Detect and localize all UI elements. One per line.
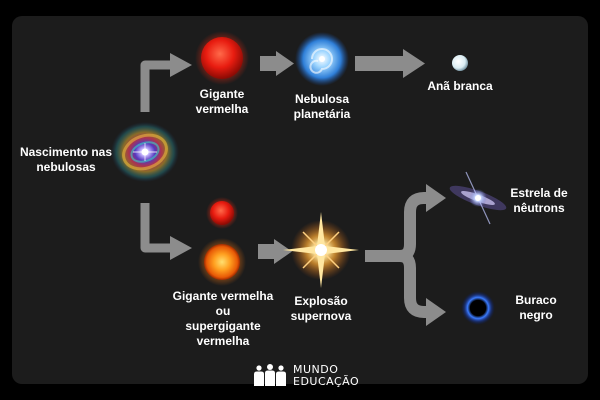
arrow-to-supernova — [258, 244, 276, 259]
black-hole-image — [461, 291, 495, 325]
arrow-to-white-dwarf — [355, 56, 405, 71]
supernova-image — [283, 212, 359, 288]
label-neutron-star: Estrela de nêutrons — [510, 186, 568, 215]
label-red-supergiant: Gigante vermelha ou supergigante vermelh… — [172, 289, 274, 348]
arrowhead-supernova — [274, 239, 292, 264]
arrow-to-red-giant — [140, 60, 172, 112]
arrow-to-red-supergiant — [140, 203, 172, 253]
label-white-dwarf: Anã branca — [427, 79, 493, 93]
neutron-star-image — [449, 171, 507, 225]
arrow-to-planetary-nebula — [260, 56, 278, 71]
arrowhead-red-giant — [170, 53, 192, 77]
red-supergiant-image — [198, 238, 246, 286]
arrowhead-white-dwarf — [403, 49, 425, 78]
label-supernova: Explosão supernova — [290, 294, 352, 323]
arrowhead-black-hole — [426, 298, 446, 326]
logo-line-1: MUNDO — [293, 363, 339, 376]
brace-split — [399, 192, 428, 318]
mundo-educacao-logo-icon — [254, 364, 286, 386]
label-black-hole: Buraco negro — [515, 293, 557, 322]
label-nebula-birth: Nascimento nas nebulosas — [19, 145, 113, 174]
arrowhead-neutron-star — [426, 184, 446, 212]
small-red-star-image — [206, 197, 238, 229]
arrow-supernova-stem — [365, 250, 403, 262]
red-giant-image — [195, 31, 249, 85]
label-planetary-nebula: Nebulosa planetária — [293, 92, 351, 121]
arrowhead-planetary-nebula — [276, 51, 294, 76]
label-red-giant: Gigante vermelha — [195, 87, 249, 116]
logo-line-2: EDUCAÇÃO — [293, 375, 360, 388]
arrowhead-red-supergiant — [170, 236, 192, 260]
planetary-nebula-image — [295, 32, 349, 86]
mundo-educacao-logo-text: MUNDO EDUCAÇÃO — [293, 364, 359, 388]
nebula-birth-image — [111, 122, 179, 182]
white-dwarf-image — [452, 55, 468, 71]
diagram-panel — [12, 16, 588, 384]
